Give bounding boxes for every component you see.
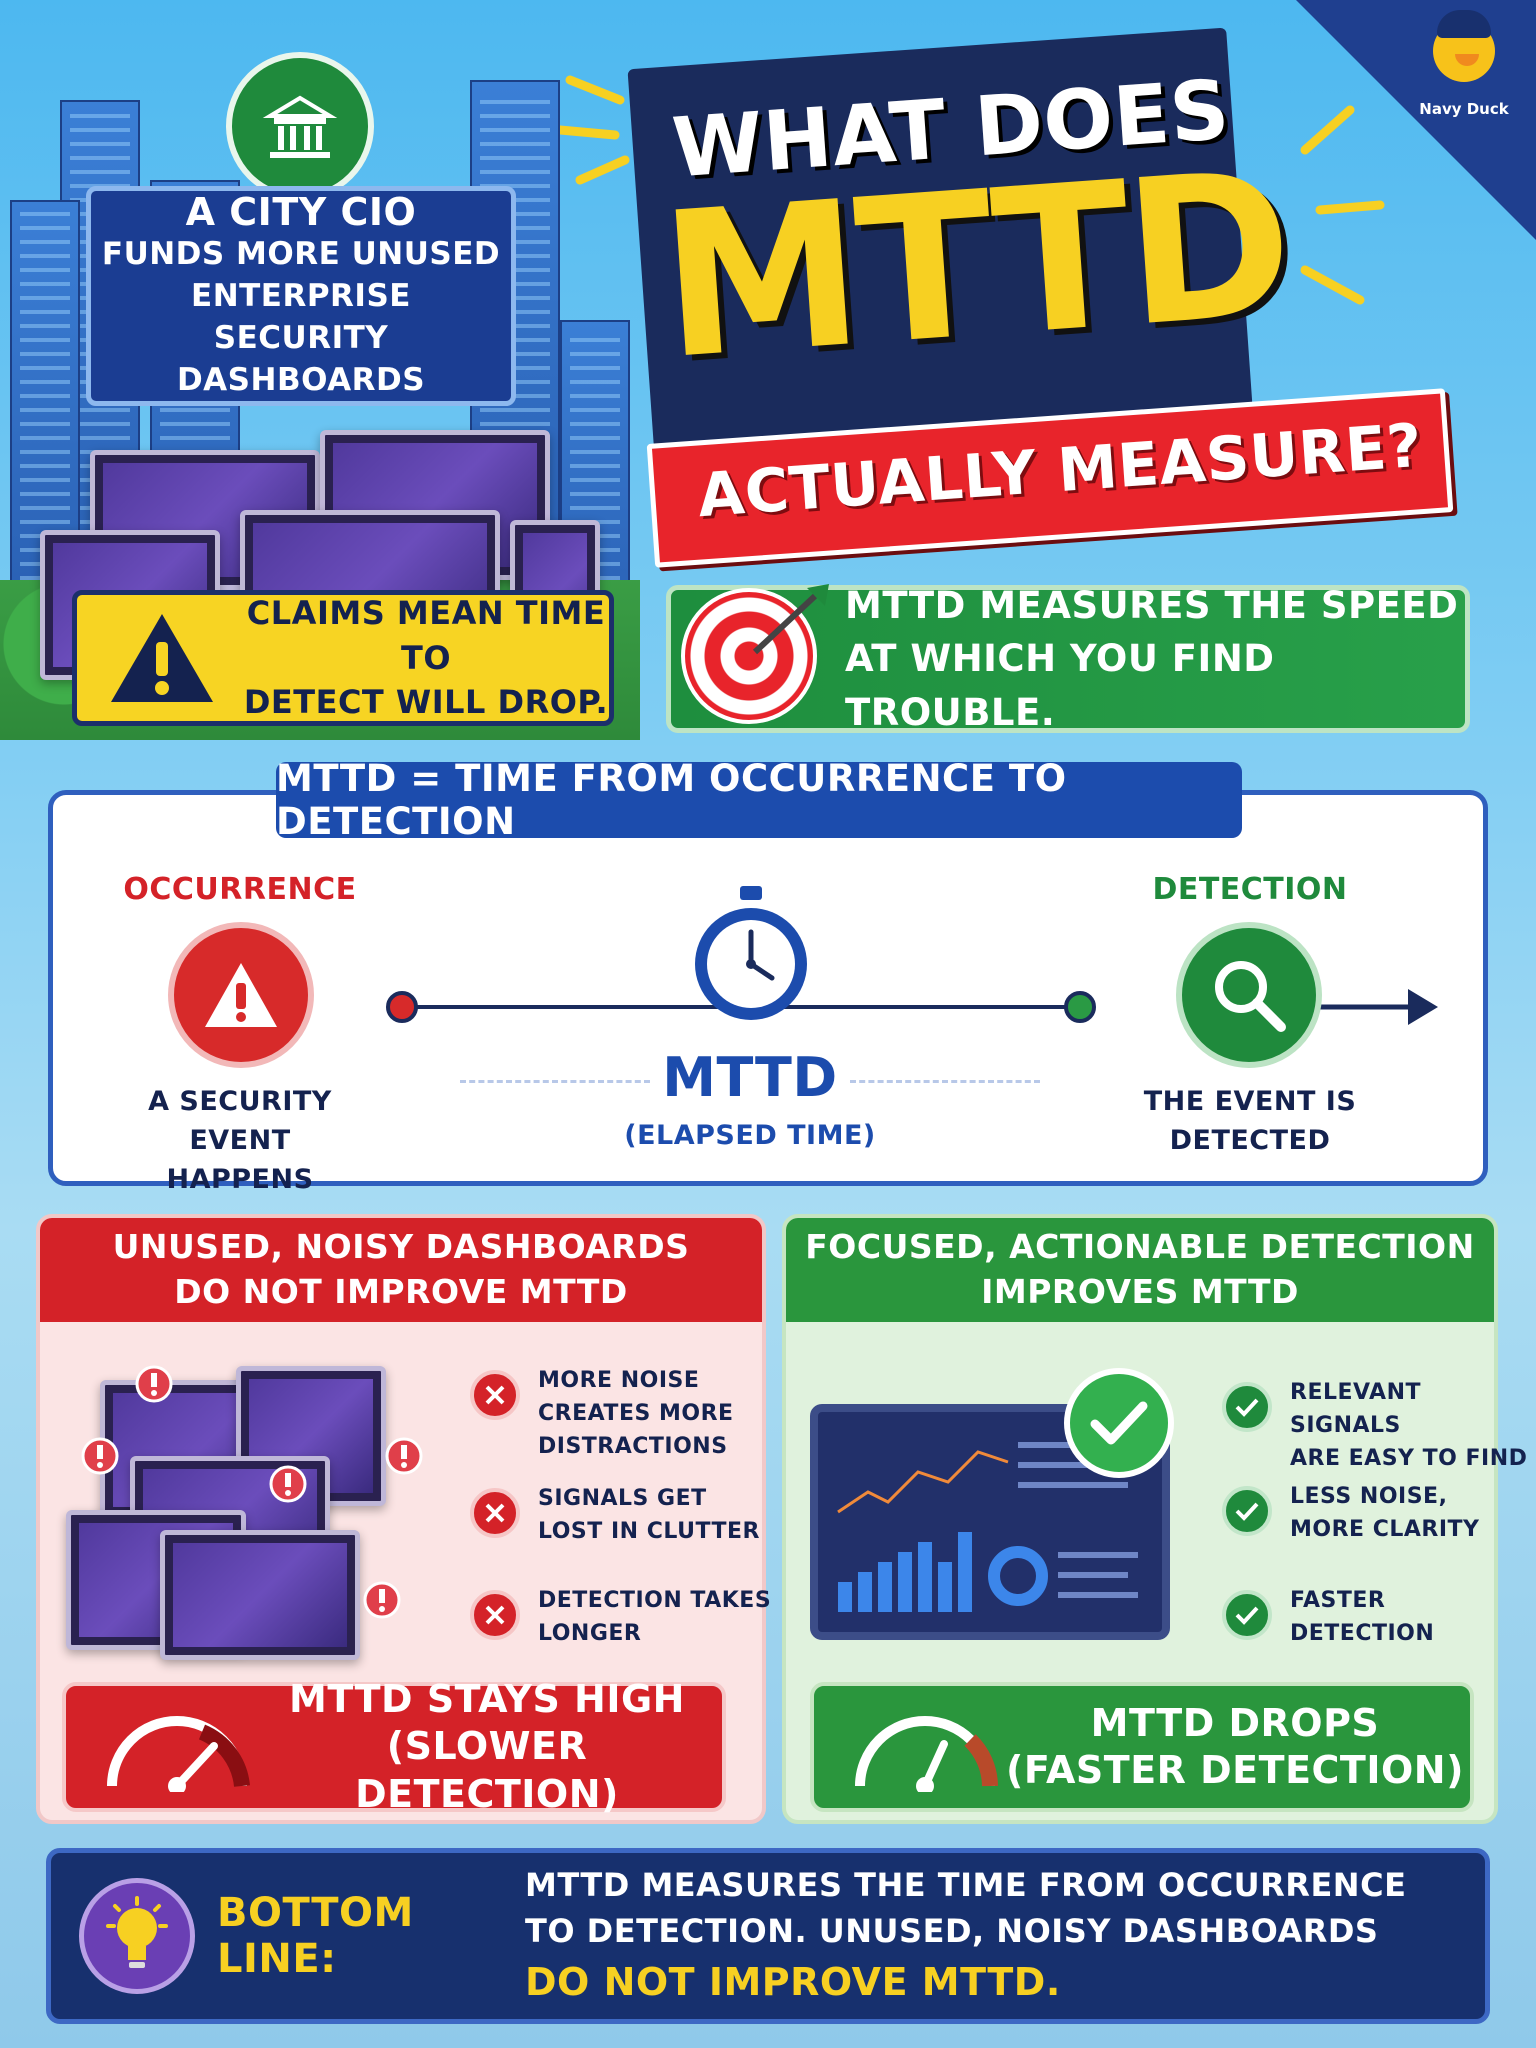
bullet-line: DETECTION <box>1290 1621 1435 1646</box>
bottom-line-label: BOTTOM LINE: <box>217 1890 414 1982</box>
definition-header: MTTD = TIME FROM OCCURRENCE TO DETECTION <box>276 757 1242 843</box>
gauge-icon <box>107 1716 250 1792</box>
mttd-drops: MTTD DROPS (FASTER DETECTION) <box>810 1682 1474 1812</box>
x-icon <box>470 1488 520 1538</box>
navy-duck-logo: Navy Duck <box>1414 10 1514 140</box>
result-line: MTTD DROPS <box>1090 1700 1380 1745</box>
bottom-line-emphasis: DO NOT IMPROVE MTTD. <box>525 1959 1061 2004</box>
good-bullet: FASTER DETECTION <box>1222 1584 1434 1650</box>
result-line: (FASTER DETECTION) <box>1006 1748 1464 1792</box>
claims-callout: CLAIMS MEAN TIME TO DETECT WILL DROP. <box>72 590 614 726</box>
bullet-line: ARE EASY TO FIND <box>1290 1446 1528 1471</box>
panel-header-line: FOCUSED, ACTIONABLE DETECTION <box>805 1227 1475 1267</box>
measures-line: AT WHICH YOU FIND TROUBLE. <box>845 637 1275 734</box>
gauge-icon <box>855 1716 998 1792</box>
panel-header-line: IMPROVES MTTD <box>981 1272 1299 1311</box>
bullet-line: MORE NOISE <box>538 1368 700 1393</box>
mascot-label: Navy Duck <box>1419 100 1509 118</box>
target-icon <box>681 584 829 724</box>
check-icon <box>1222 1590 1272 1640</box>
claim-line: CLAIMS MEAN TIME TO <box>246 593 606 677</box>
panel-header-line: DO NOT IMPROVE MTTD <box>174 1272 628 1311</box>
bad-bullet: MORE NOISE CREATES MORE DISTRACTIONS <box>470 1364 734 1463</box>
monitor <box>160 1530 360 1660</box>
panel-header: UNUSED, NOISY DASHBOARDS DO NOT IMPROVE … <box>40 1218 762 1322</box>
bullet-line: RELEVANT SIGNALS <box>1290 1380 1421 1438</box>
detection-caption: THE EVENT IS DETECTED <box>1120 1082 1380 1160</box>
dashed-line <box>460 1080 650 1083</box>
cio-line: FUNDS MORE UNUSED <box>101 236 501 273</box>
start-dot <box>386 991 418 1023</box>
mttd-stays-high: MTTD STAYS HIGH (SLOWER DETECTION) <box>62 1677 726 1816</box>
elapsed-time-label: (ELAPSED TIME) <box>624 1120 876 1151</box>
arrow-icon <box>1312 989 1438 1025</box>
bad-bullet: SIGNALS GET LOST IN CLUTTER <box>470 1482 760 1548</box>
magnifier-icon <box>1176 922 1322 1068</box>
caption-line: A SECURITY EVENT <box>148 1086 332 1157</box>
cio-line: ENTERPRISE SECURITY <box>191 278 411 356</box>
cio-statement: A CITY CIO FUNDS MORE UNUSED ENTERPRISE … <box>86 186 516 406</box>
caption-line: DETECTED <box>1169 1125 1331 1157</box>
bullet-line: DETECTION TAKES <box>538 1588 772 1613</box>
mttd-metric: MTTD <box>662 1046 838 1109</box>
government-building-icon <box>226 52 374 200</box>
bullet-line: LOST IN CLUTTER <box>538 1519 760 1544</box>
bullet-line: DISTRACTIONS <box>538 1434 728 1459</box>
bottom-line-text: MTTD MEASURES THE TIME FROM OCCURRENCE T… <box>525 1862 1406 2010</box>
bullet-line: CREATES MORE <box>538 1401 734 1426</box>
bullet-line: LESS NOISE, <box>1290 1484 1448 1509</box>
claim-line: DETECT WILL DROP. <box>243 683 609 722</box>
panel-header-line: UNUSED, NOISY DASHBOARDS <box>112 1227 690 1267</box>
result-line: MTTD STAYS HIGH <box>289 1676 685 1721</box>
bullet-line: SIGNALS GET <box>538 1486 707 1511</box>
check-icon <box>1222 1382 1272 1432</box>
stopwatch-icon <box>695 886 807 1020</box>
alert-icon <box>168 922 314 1068</box>
measures-line: MTTD MEASURES THE SPEED <box>845 583 1459 627</box>
duck-icon <box>1433 10 1495 82</box>
bottom-line-text-line: TO DETECTION. UNUSED, NOISY DASHBOARDS <box>525 1912 1379 1951</box>
alert-icon <box>363 1581 401 1619</box>
alert-icon <box>81 1437 119 1475</box>
check-icon <box>1222 1486 1272 1536</box>
clean-dashboard <box>810 1404 1170 1640</box>
burst-rays <box>560 75 1385 305</box>
cio-line: A CITY CIO <box>185 190 417 235</box>
warning-triangle-icon <box>111 614 213 702</box>
measures-callout: MTTD MEASURES THE SPEED AT WHICH YOU FIN… <box>666 584 1470 734</box>
alert-icon <box>269 1465 307 1503</box>
bullet-line: LONGER <box>538 1621 642 1646</box>
bottom-line-banner: BOTTOM LINE: MTTD MEASURES THE TIME FROM… <box>46 1848 1490 2024</box>
occurrence-caption: A SECURITY EVENT HAPPENS <box>100 1082 380 1199</box>
bullet-line: MORE CLARITY <box>1290 1517 1480 1542</box>
detection-label: DETECTION <box>1152 872 1348 907</box>
alert-icon <box>385 1437 423 1475</box>
x-icon <box>470 1370 520 1420</box>
lightbulb-icon <box>79 1878 195 1994</box>
check-icon <box>1064 1368 1174 1478</box>
end-dot <box>1064 991 1096 1023</box>
good-bullet: LESS NOISE, MORE CLARITY <box>1222 1480 1479 1546</box>
result-line: (SLOWER DETECTION) <box>355 1724 619 1816</box>
panel-header: FOCUSED, ACTIONABLE DETECTION IMPROVES M… <box>786 1218 1494 1322</box>
x-icon <box>470 1590 520 1640</box>
caption-line: HAPPENS <box>166 1164 314 1196</box>
caption-line: THE EVENT IS <box>1143 1086 1357 1117</box>
good-bullet: RELEVANT SIGNALS ARE EASY TO FIND <box>1222 1376 1536 1475</box>
dashed-line <box>850 1080 1040 1083</box>
bottom-line-text-line: MTTD MEASURES THE TIME FROM OCCURRENCE <box>525 1866 1407 1905</box>
cio-line: DASHBOARDS <box>176 361 426 398</box>
alert-icon <box>135 1365 173 1403</box>
title-mttd: MTTD <box>654 127 1296 405</box>
bullet-line: FASTER <box>1290 1588 1386 1613</box>
bad-bullet: DETECTION TAKES LONGER <box>470 1584 771 1650</box>
occurrence-label: OCCURRENCE <box>123 872 357 907</box>
